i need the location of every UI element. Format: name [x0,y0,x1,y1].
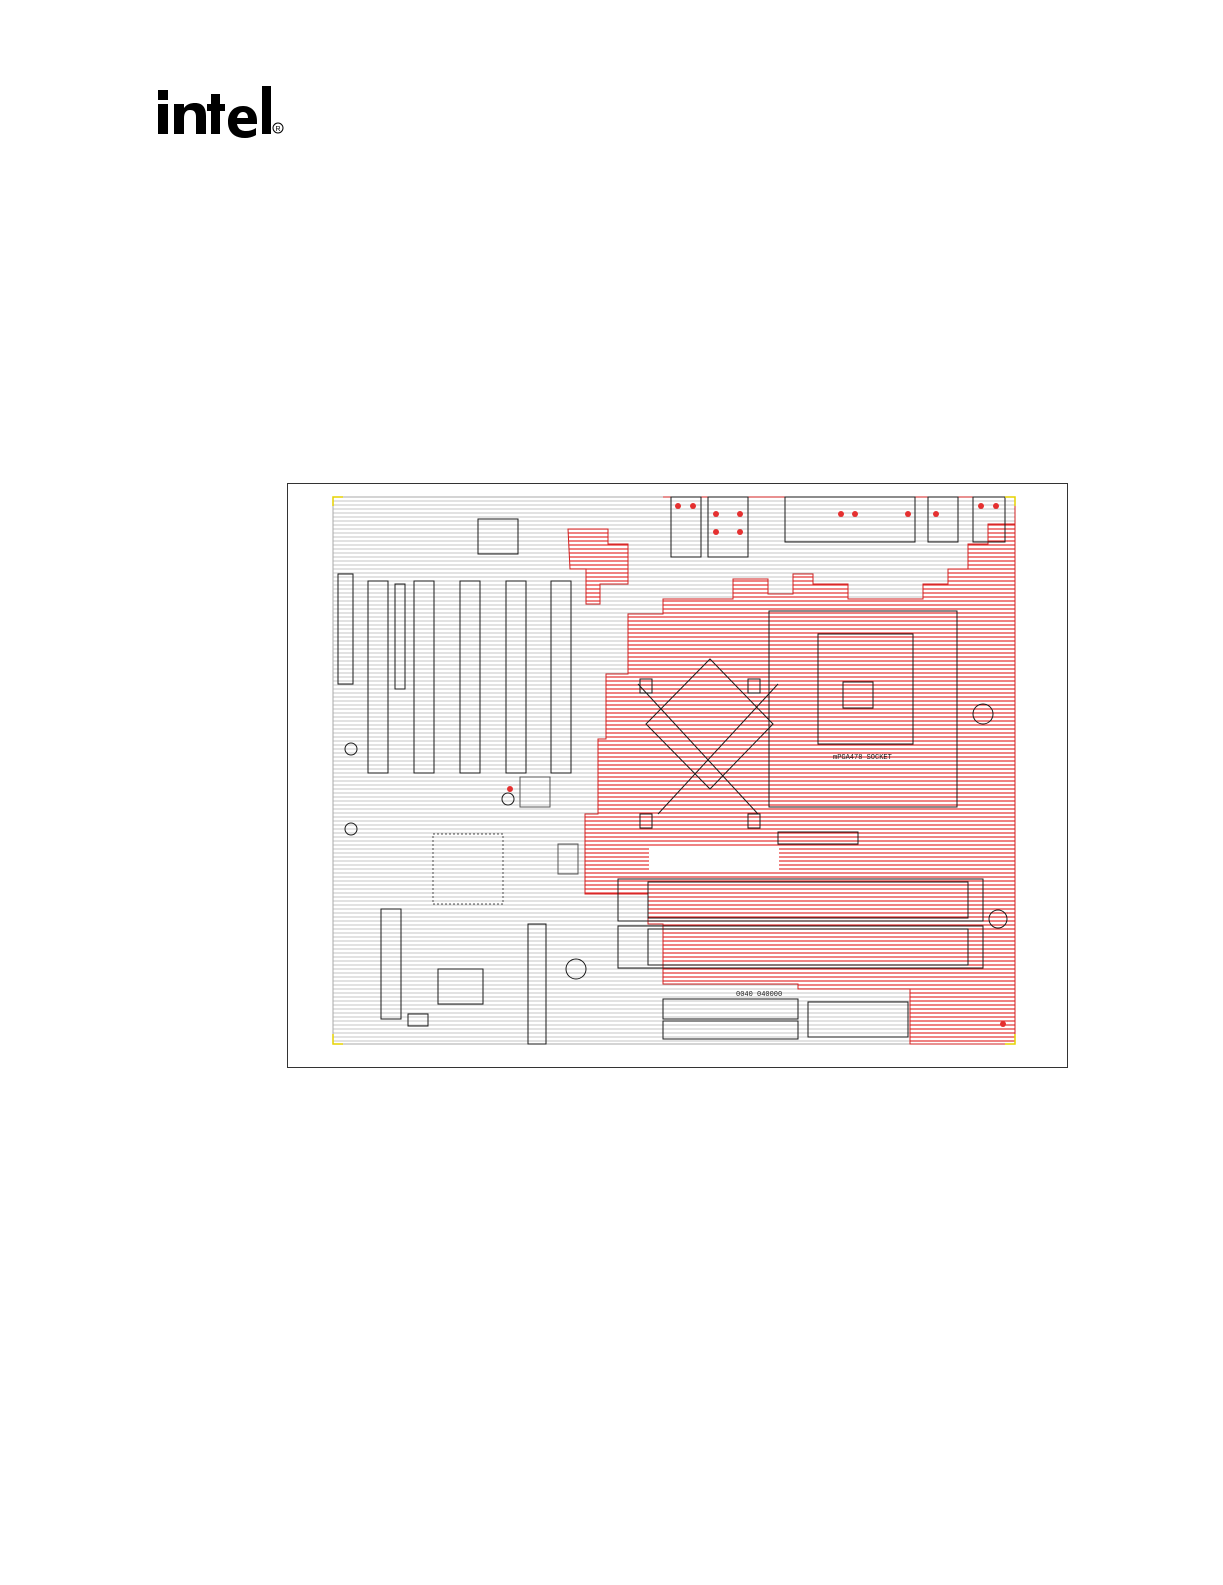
pcb-layout-drawing: mPGA478 SOCKET [288,484,1069,1069]
intel-logo-icon: R intel [156,80,286,152]
connector-code-label: 0040 040000 [736,991,782,999]
pcb-layout-figure: mPGA478 SOCKET [287,483,1068,1068]
silkscreen-label-box [649,847,779,871]
svg-text:R: R [276,126,281,133]
socket-label: mPGA478 SOCKET [833,754,892,762]
